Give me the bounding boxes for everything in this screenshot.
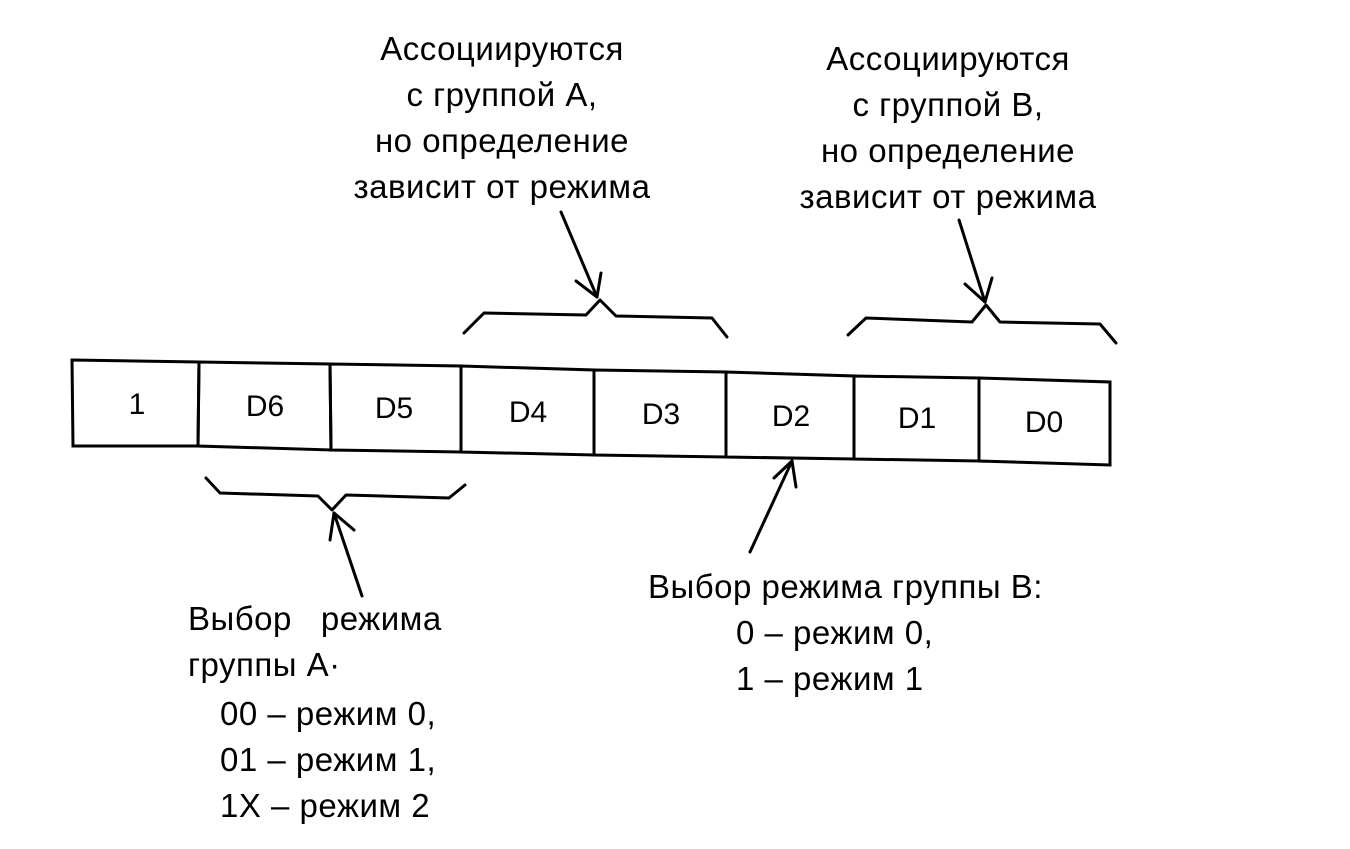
register-labels: 1 D6 D5 D4 D3 D2 D1 D0 [129, 388, 1064, 439]
group-a-mode-selection: Выбор режима группы А· 00 – режим 0, 01 … [188, 596, 442, 829]
mode-title-line: Выбор режима [188, 600, 442, 637]
arrow-to-brace-d6-d5 [328, 511, 364, 598]
arrows [328, 210, 994, 598]
register-cell-label: D6 [246, 390, 284, 423]
arrow-to-brace-d1-d0 [957, 218, 994, 304]
group-b-mode-selection: Выбор режима группы В: 0 – режим 0, 1 – … [648, 564, 1043, 702]
register-cell-label: D0 [1025, 406, 1063, 439]
arrow-to-d2 [748, 459, 798, 554]
group-a-association-note: Ассоциируются с группой А, но определени… [322, 26, 682, 210]
note-line: зависит от режима [353, 168, 651, 205]
mode-option: 1X – режим 2 [220, 787, 431, 824]
register-cell-label: 1 [129, 388, 146, 421]
braces [204, 298, 1118, 512]
note-line: но определение [820, 132, 1076, 169]
group-b-association-note: Ассоциируются с группой В, но определени… [768, 36, 1128, 220]
mode-option: 00 – режим 0, [220, 695, 437, 732]
register-cell-label: D5 [375, 392, 413, 425]
mode-title-line: Выбор режима группы В: [648, 568, 1043, 605]
note-line: но определение [374, 122, 630, 159]
mode-option: 1 – режим 1 [736, 660, 924, 697]
note-line: Ассоциируются [380, 30, 624, 67]
brace-d6-d5 [204, 476, 467, 512]
register-cell-d0-box [977, 376, 1112, 467]
brace-d4-d3 [462, 298, 729, 339]
register-cell-label: D3 [642, 398, 680, 431]
register-cell-label: D1 [898, 402, 936, 435]
register [70, 358, 1112, 467]
register-cell-label: D2 [772, 400, 810, 433]
brace-d1-d0 [846, 303, 1118, 345]
mode-option: 0 – режим 0, [736, 614, 934, 651]
register-cell-label: D4 [509, 396, 547, 429]
note-line: с группой А, [406, 76, 598, 113]
mode-option: 01 – режим 1, [220, 741, 437, 778]
arrow-to-brace-d4-d3 [559, 210, 603, 299]
mode-title-line: группы А· [188, 646, 341, 683]
note-line: Ассоциируются [826, 40, 1070, 77]
note-line: с группой В, [852, 86, 1044, 123]
note-line: зависит от режима [799, 178, 1097, 215]
